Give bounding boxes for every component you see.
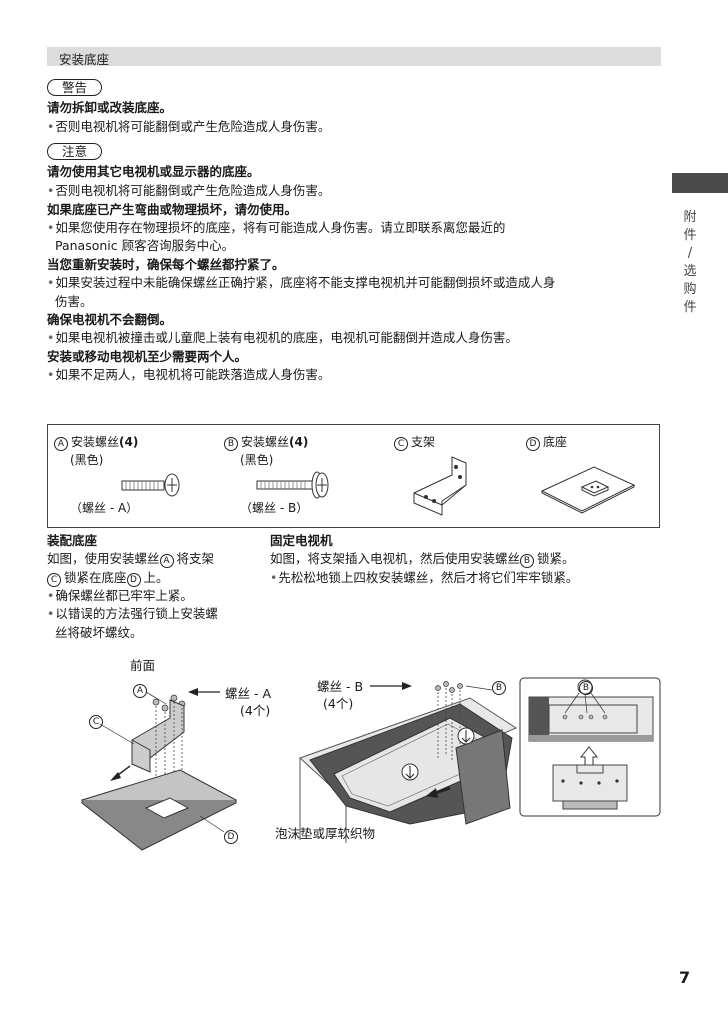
front-label: 前面 bbox=[130, 658, 156, 673]
inset-mark-b: B bbox=[579, 681, 593, 695]
screw-a-icon bbox=[121, 473, 180, 497]
caution-line-2b: Panasonic 顾客咨询服务中心。 bbox=[55, 238, 235, 253]
warning-heading: 请勿拆卸或改装底座。 bbox=[47, 100, 173, 115]
inset-detail-diagram bbox=[519, 677, 661, 817]
caution-line-1: 否则电视机将可能翻倒或产生危险造成人身伤害。 bbox=[47, 180, 330, 199]
caution-line-3a: 如果安装过程中未能确保螺丝正确拧紧，底座将不能支撑电视机并可能翻倒损坏或造成人身 bbox=[47, 272, 555, 291]
warning-label: 警告 bbox=[47, 77, 103, 96]
fix-heading: 固定电视机 bbox=[270, 533, 333, 548]
part-a-caption: （螺丝 - A） bbox=[70, 501, 139, 515]
base-icon bbox=[540, 466, 636, 514]
page-number: 7 bbox=[679, 968, 691, 987]
section-header-bar: 安装底座 bbox=[47, 47, 661, 67]
caution-heading-3: 当您重新安装时，确保每个螺丝都拧紧了。 bbox=[47, 257, 285, 272]
part-b-caption: （螺丝 - B） bbox=[240, 501, 309, 515]
caution-line-2a: 如果您使用存在物理损坏的底座，将有可能造成人身伤害。请立即联系离您最近的 bbox=[47, 217, 505, 236]
caution-heading-1: 请勿使用其它电视机或显示器的底座。 bbox=[47, 164, 260, 179]
warning-bullet: 否则电视机将可能翻倒或产生危险造成人身伤害。 bbox=[47, 116, 330, 135]
assemble-bullet-2-cont: 丝将破坏螺纹。 bbox=[55, 625, 143, 640]
screw-a-qty: (4个) bbox=[240, 703, 271, 718]
mark-b: B bbox=[492, 681, 506, 695]
caution-label: 注意 bbox=[47, 141, 103, 160]
caution-heading-2: 如果底座已产生弯曲或物理损坏，请勿使用。 bbox=[47, 202, 298, 217]
fix-bullet: 先松松地锁上四枚安装螺丝，然后才将它们牢牢锁紧。 bbox=[270, 567, 578, 586]
part-a-color: (黑色) bbox=[70, 453, 104, 467]
base-assembly-diagram bbox=[80, 688, 238, 851]
mark-d: D bbox=[224, 830, 238, 844]
screw-b-label: 螺丝 - B bbox=[317, 679, 364, 694]
section-title: 安装底座 bbox=[59, 52, 110, 67]
part-b-color: (黑色) bbox=[240, 453, 274, 467]
caution-line-4: 如果电视机被撞击或儿童爬上装有电视机的底座，电视机可能翻倒并造成人身伤害。 bbox=[47, 327, 518, 346]
caution-line-5: 如果不足两人，电视机将可能跌落造成人身伤害。 bbox=[47, 364, 330, 383]
screw-b-icon bbox=[256, 471, 329, 499]
side-tab-label: 附 件 / 选 购 件 bbox=[683, 210, 697, 315]
screw-a-label: 螺丝 - A bbox=[225, 686, 272, 701]
caution-heading-5: 安装或移动电视机至少需要两个人。 bbox=[47, 349, 248, 364]
caution-heading-4: 确保电视机不会翻倒。 bbox=[47, 312, 173, 327]
assemble-bullet-2: 以错误的方法强行锁上安装螺 bbox=[47, 603, 218, 622]
mark-a: A bbox=[133, 684, 147, 698]
tv-mounting-diagram bbox=[299, 681, 518, 843]
screw-b-qty: (4个) bbox=[323, 696, 354, 711]
assemble-heading: 装配底座 bbox=[47, 533, 98, 548]
side-tab bbox=[672, 173, 728, 193]
caution-line-3b: 伤害。 bbox=[55, 294, 93, 309]
mark-c: C bbox=[89, 715, 103, 729]
bracket-icon bbox=[413, 456, 467, 516]
assemble-bullet-1: 确保螺丝都已牢牢上紧。 bbox=[47, 585, 193, 604]
